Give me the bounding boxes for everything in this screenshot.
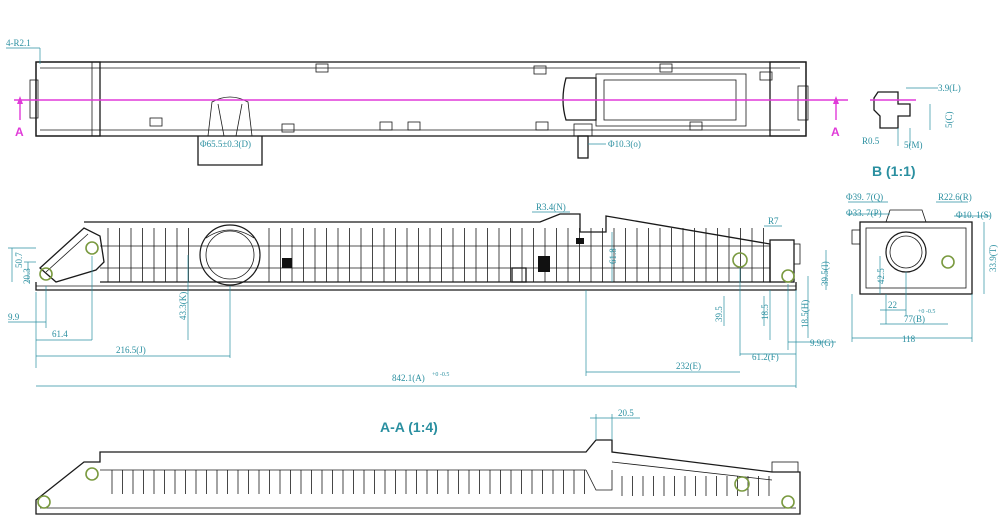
detail-b-tube-outer <box>885 231 927 273</box>
dim-20-3: 20.3 <box>22 268 32 284</box>
dim-20-5: 20.5 <box>618 408 634 418</box>
dim-50-7: 50.7 <box>14 252 24 268</box>
dim-77-tolerance: +0 -0.5 <box>918 309 935 315</box>
dim-43-3: 43.3(K) <box>178 292 188 320</box>
title-section-aa: A-A (1:4) <box>380 419 438 435</box>
dim-3-9-l: 3.9(L) <box>938 83 961 93</box>
front-hole-right-low <box>781 269 795 283</box>
dim-39-5: 39.5 <box>714 306 724 322</box>
top-inlet-boss <box>197 136 263 166</box>
front-fins <box>107 228 764 282</box>
dim-r3-4: R3.4(N) <box>536 202 566 212</box>
dim-r0-5: R0.5 <box>862 136 880 146</box>
dim-61-8: 61.8 <box>608 248 618 264</box>
dim-61-2: 61.2(F) <box>752 352 779 362</box>
dim-18-5: 18.5 <box>760 304 770 320</box>
top-pin <box>577 135 589 159</box>
front-hole-left-high <box>85 241 99 255</box>
top-left-cap <box>35 61 101 137</box>
detail-b-outline <box>859 221 973 295</box>
dim-5-c: 5(C) <box>944 112 954 129</box>
detail-b-hole <box>941 255 955 269</box>
section-hole-left-high <box>85 467 99 481</box>
section-mark-a-right: A <box>831 125 840 139</box>
dim-216-5: 216.5(J) <box>116 345 146 355</box>
top-rail-tabs <box>149 63 773 133</box>
front-hole-left-low <box>39 267 53 281</box>
dim-33-9-t: 33.9(T) <box>988 245 998 272</box>
front-view: 50.7 20.3 9.9 61.4 216.5(J) 43.3(K) R3.4… <box>8 202 836 388</box>
top-view: A A 4-R2.1 Φ65.5±0.3(D) Φ10.3(o) <box>6 38 848 166</box>
front-hatch-1 <box>282 258 292 268</box>
dim-842-1-tolerance: +0 -0.5 <box>432 372 449 378</box>
dim-r22-6: R22.6(R) <box>938 192 972 202</box>
section-detail-view: 3.9(L) 5(C) 5(M) R0.5 <box>862 83 961 150</box>
dim-77-b: 77(B) <box>904 314 925 324</box>
front-inlet-circle <box>199 224 261 286</box>
title-detail-b: B (1:1) <box>872 163 916 179</box>
section-outline <box>35 439 801 515</box>
dim-r7: R7 <box>768 216 779 226</box>
section-hole-right <box>734 476 750 492</box>
dim-18-5-h: 18.5(H) <box>800 300 810 328</box>
dim-118: 118 <box>902 334 916 344</box>
section-fins <box>111 470 770 496</box>
dim-inlet-diameter: Φ65.5±0.3(D) <box>200 139 251 149</box>
dim-5-m: 5(M) <box>904 140 923 150</box>
detail-b-view: B (1:1) Φ39. 7(Q) Φ33. 7(P) R22.6(R) Φ10… <box>846 163 998 344</box>
dim-10-1-s: Φ10. 1(S) <box>956 210 992 220</box>
front-hatch-2 <box>538 256 550 272</box>
top-body-outline <box>35 61 807 137</box>
dim-pin-diameter: Φ10.3(o) <box>608 139 641 149</box>
dim-42-5: 42.5 <box>876 268 886 284</box>
section-hole-left-low <box>37 495 51 509</box>
dim-61-4: 61.4 <box>52 329 68 339</box>
front-hole-right <box>732 252 748 268</box>
dim-39-5-i: 39.5(I) <box>820 261 830 286</box>
dim-22: 22 <box>888 300 897 310</box>
top-right-cap <box>769 61 807 137</box>
dim-9-9: 9.9 <box>8 312 20 322</box>
front-hatch-3 <box>576 238 584 244</box>
dim-9-9-g: 9.9(G) <box>810 338 834 348</box>
dim-232: 232(E) <box>676 361 701 371</box>
section-mark-a-left: A <box>15 125 24 139</box>
section-hole-right-low <box>781 495 795 509</box>
dim-39-7-q: Φ39. 7(Q) <box>846 192 883 202</box>
front-left-arm <box>39 227 105 283</box>
section-aa-view: A-A (1:4) 20.5 <box>35 408 801 515</box>
dim-corner-radius: 4-R2.1 <box>6 38 31 48</box>
front-body <box>84 213 771 283</box>
dim-842-1: 842.1(A) <box>392 373 425 383</box>
dim-33-7-p: Φ33. 7(P) <box>846 208 882 218</box>
